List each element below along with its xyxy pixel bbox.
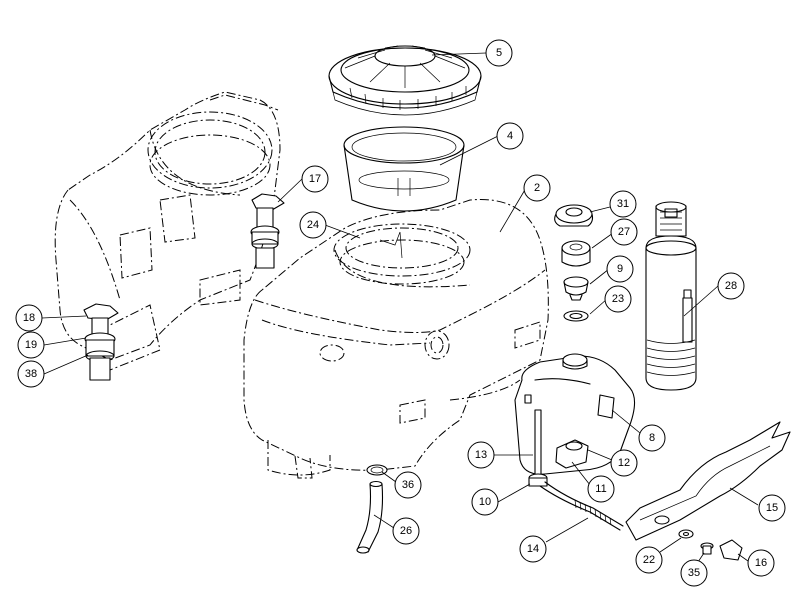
callout-17: 17 <box>301 165 329 193</box>
callout-10: 10 <box>471 488 499 516</box>
callout-24: 24 <box>299 211 327 239</box>
cap-31 <box>554 204 594 227</box>
svg-text:4: 4 <box>507 130 513 142</box>
callout-14: 14 <box>519 535 547 563</box>
left-fitting-upper <box>250 193 285 269</box>
callout-38: 38 <box>17 360 45 388</box>
hose-14 <box>539 481 624 531</box>
svg-text:14: 14 <box>527 543 539 555</box>
svg-text:22: 22 <box>643 554 655 566</box>
callout-18: 18 <box>15 304 43 332</box>
callout-35: 35 <box>680 559 708 587</box>
main-tank <box>243 199 549 479</box>
cap-27 <box>561 240 591 267</box>
filter-basket <box>343 126 465 212</box>
svg-text:27: 27 <box>618 226 630 238</box>
svg-text:5: 5 <box>496 47 502 59</box>
svg-text:24: 24 <box>307 219 319 231</box>
svg-text:12: 12 <box>618 457 630 469</box>
svg-text:31: 31 <box>617 198 629 210</box>
callout-31: 31 <box>609 190 637 218</box>
svg-text:19: 19 <box>25 339 37 351</box>
callout-4: 4 <box>496 122 524 150</box>
soap-dispenser-28 <box>645 201 697 391</box>
svg-text:17: 17 <box>309 173 321 185</box>
callout-13: 13 <box>467 441 495 469</box>
callout-2: 2 <box>523 174 551 202</box>
callout-5: 5 <box>485 39 513 67</box>
svg-text:16: 16 <box>755 557 767 569</box>
tap-11-12 <box>555 439 589 469</box>
side-tank <box>54 91 281 371</box>
svg-text:26: 26 <box>400 525 412 537</box>
svg-text:13: 13 <box>475 449 487 461</box>
svg-text:38: 38 <box>25 368 37 380</box>
callout-26: 26 <box>392 517 420 545</box>
valve-9 <box>563 276 589 301</box>
svg-text:10: 10 <box>479 496 491 508</box>
svg-text:18: 18 <box>23 312 35 324</box>
svg-text:8: 8 <box>649 432 655 444</box>
callout-15: 15 <box>758 494 786 522</box>
knob-16 <box>719 539 743 561</box>
callout-12: 12 <box>610 449 638 477</box>
svg-text:36: 36 <box>402 479 414 491</box>
callout-8: 8 <box>638 424 666 452</box>
callout-19: 19 <box>17 331 45 359</box>
svg-text:28: 28 <box>725 280 737 292</box>
callout-9: 9 <box>606 255 634 283</box>
callout-36: 36 <box>394 471 422 499</box>
bracket-15 <box>625 421 791 541</box>
washer-23 <box>563 310 589 322</box>
svg-text:9: 9 <box>617 263 623 275</box>
sight-tube-13 <box>528 409 548 487</box>
callout-11: 11 <box>587 475 615 503</box>
callout-22: 22 <box>635 546 663 574</box>
svg-text:23: 23 <box>612 293 624 305</box>
callout-28: 28 <box>717 272 745 300</box>
svg-text:2: 2 <box>534 182 540 194</box>
screw-35 <box>700 542 714 555</box>
callout-27: 27 <box>610 218 638 246</box>
callout-16: 16 <box>747 549 775 577</box>
left-fitting-lower <box>83 303 119 381</box>
washer-22 <box>678 529 694 539</box>
hose-26 <box>356 480 384 554</box>
svg-text:11: 11 <box>595 483 606 495</box>
leader-lines <box>41 52 759 563</box>
callout-23: 23 <box>604 285 632 313</box>
clamp-36 <box>366 464 388 476</box>
svg-text:15: 15 <box>766 502 778 514</box>
tank-lid <box>328 45 482 116</box>
svg-text:35: 35 <box>688 567 700 579</box>
